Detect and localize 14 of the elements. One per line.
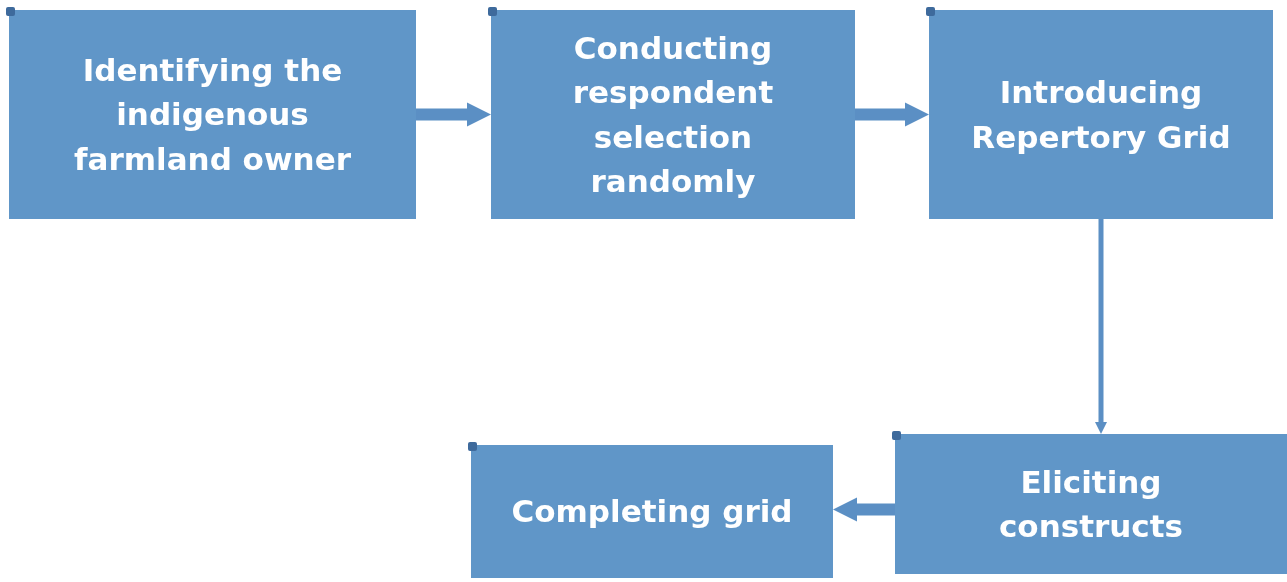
process-box <box>929 10 1273 219</box>
box-label: Completing grid <box>511 492 793 532</box>
process-box <box>9 10 416 219</box>
arrow <box>416 102 491 127</box>
box-label: Identifying the indigenous farmland owner <box>73 51 352 179</box>
arrow <box>833 497 895 522</box>
process-box <box>895 434 1287 574</box>
arrow <box>855 102 929 127</box>
box-label: Conducting respondent selection randomly <box>571 29 775 201</box>
box-label: Introducing Repertory Grid <box>970 73 1232 157</box>
process-box <box>471 445 833 578</box>
arrow <box>1095 219 1107 434</box>
box-label: Eliciting constructs <box>998 463 1184 546</box>
process-box <box>491 10 855 219</box>
